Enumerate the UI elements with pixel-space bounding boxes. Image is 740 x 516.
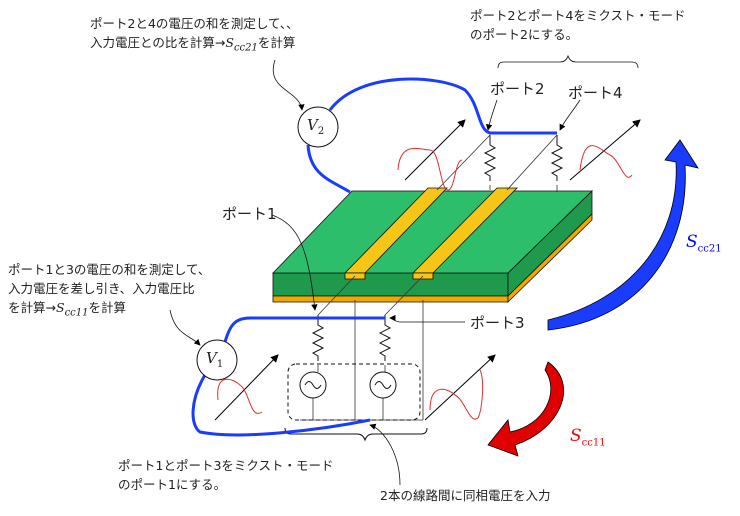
- v1-meter: [196, 339, 238, 381]
- note-left: ポート1と3の電圧の和を測定して、 入力電圧を差し引き、入力電圧比 を計算→Sc…: [8, 262, 211, 319]
- port-3-label: ポート3: [470, 314, 525, 332]
- port-1-label: ポート1: [222, 205, 277, 223]
- scc11-inline: Scc11: [55, 300, 89, 319]
- v2-meter: [297, 106, 339, 148]
- port-2-label: ポート2: [490, 80, 545, 98]
- scc21-arrow: [547, 139, 699, 331]
- note-line: ポート2と4の電圧の和を測定して、、: [90, 16, 299, 31]
- note-top-right: ポート2とポート4をミクスト・モード のポート2にする。: [470, 8, 686, 42]
- note-bottom-left: ポート1とポート3をミクスト・モード のポート1にする。: [118, 458, 334, 492]
- v2-label: V2: [307, 116, 325, 137]
- note-bottom-center: 2本の線路間に同相電圧を入力: [380, 488, 551, 503]
- note-line: 入力電圧との比を計算→: [90, 35, 226, 50]
- port-4-label: ポート4: [568, 84, 623, 102]
- scc11-label: Scc11: [570, 426, 606, 449]
- scc21-label: Scc21: [686, 232, 722, 255]
- measurement-wires: [191, 77, 557, 437]
- pcb-board: [272, 187, 593, 303]
- v1-label: V1: [206, 349, 224, 370]
- signal-waves: [214, 119, 641, 421]
- resistors: [311, 135, 564, 361]
- note-top-left: ポート2と4の電圧の和を測定して、、 入力電圧との比を計算→Scc21を計算: [90, 16, 299, 54]
- scc21-inline: Scc21: [225, 35, 258, 54]
- scc11-arrow: [487, 361, 565, 457]
- voltage-sources: [284, 363, 428, 442]
